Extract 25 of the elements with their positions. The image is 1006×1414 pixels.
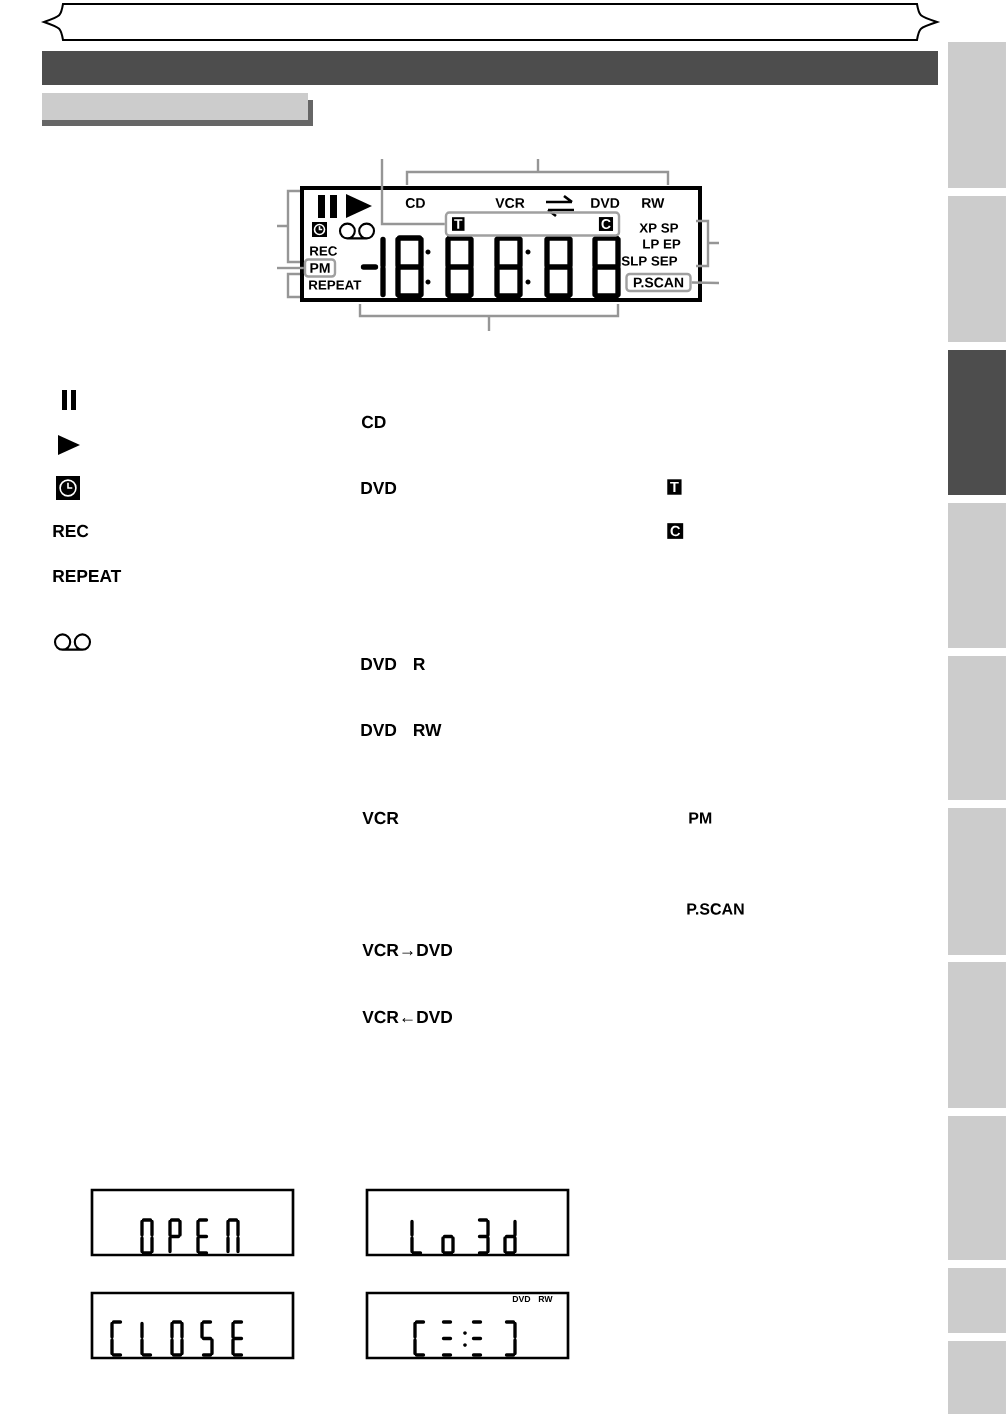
leader-line xyxy=(277,266,304,270)
display-label: CD xyxy=(405,198,425,208)
indicator-text: VCR←DVD xyxy=(362,1010,453,1024)
indicator-text: DVD xyxy=(361,482,397,494)
display-label: XP SP xyxy=(639,223,679,233)
indicator-text: PM xyxy=(689,812,712,824)
display-label: LP EP xyxy=(643,239,681,249)
indicator-text: VCR→DVD xyxy=(362,943,453,957)
indicator-text: VCR xyxy=(362,811,399,825)
display-label: SLP SEP xyxy=(621,256,678,266)
indicator-text: REC xyxy=(53,524,89,538)
indicator-text: CD xyxy=(362,415,386,429)
display-label: RW xyxy=(642,198,665,208)
display-label: RW xyxy=(538,1296,553,1302)
indicator-text: P.SCAN xyxy=(687,903,744,915)
indicator-group-box: T C xyxy=(444,211,621,237)
indicator-box: PM xyxy=(303,258,337,278)
indicator-text: DVD RW xyxy=(361,724,442,736)
leader-line xyxy=(380,159,445,226)
display-label: DVD xyxy=(512,1296,531,1302)
indicator-box: P.SCAN xyxy=(625,272,692,293)
display-label: REPEAT xyxy=(309,280,362,290)
indicator-text: DVD R xyxy=(361,658,426,670)
indicator-text: REPEAT xyxy=(53,570,122,582)
leader-line xyxy=(691,281,720,285)
